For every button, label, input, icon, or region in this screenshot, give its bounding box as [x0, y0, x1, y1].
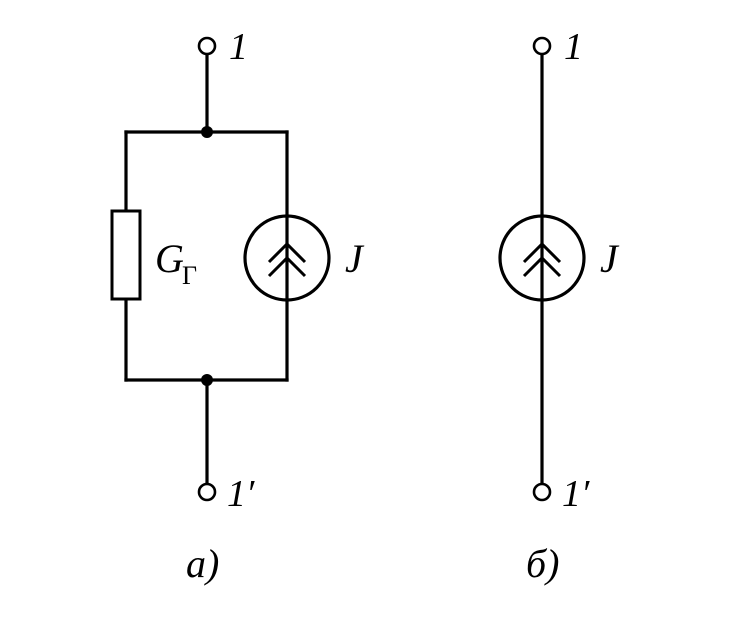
current-source-arrow-lower — [522, 255, 562, 278]
conductance-label: G — [155, 236, 184, 281]
circuit-b-caption: б) — [526, 541, 559, 586]
circuit-b-terminal-bottom — [532, 482, 552, 502]
circuit-a: 1 1′ G Г J а) — [110, 26, 365, 586]
circuit-a-terminal-top — [197, 36, 217, 56]
circuit-b-terminal-bottom-label: 1′ — [562, 473, 590, 515]
circuit-a-terminal-bottom — [197, 482, 217, 502]
conductance-subscript: Г — [182, 261, 197, 290]
circuit-a-caption: а) — [186, 541, 219, 586]
circuit-a-bottom-node — [201, 374, 213, 386]
circuit-a-terminal-bottom-label: 1′ — [227, 473, 255, 515]
conductance-resistor — [110, 209, 142, 301]
circuit-a-terminal-top-label: 1 — [229, 26, 248, 68]
circuit-b-source-label: J — [600, 236, 620, 281]
circuit-a-source-label: J — [345, 236, 365, 281]
current-source-arrow-upper — [522, 241, 562, 264]
circuit-b-terminal-top — [532, 36, 552, 56]
current-source-arrow-upper — [267, 241, 307, 264]
circuit-a-top-node — [201, 126, 213, 138]
circuit-b: 1 1′ J б) — [498, 26, 620, 586]
circuit-b-terminal-top-label: 1 — [564, 26, 583, 68]
current-source-arrow-lower — [267, 255, 307, 278]
